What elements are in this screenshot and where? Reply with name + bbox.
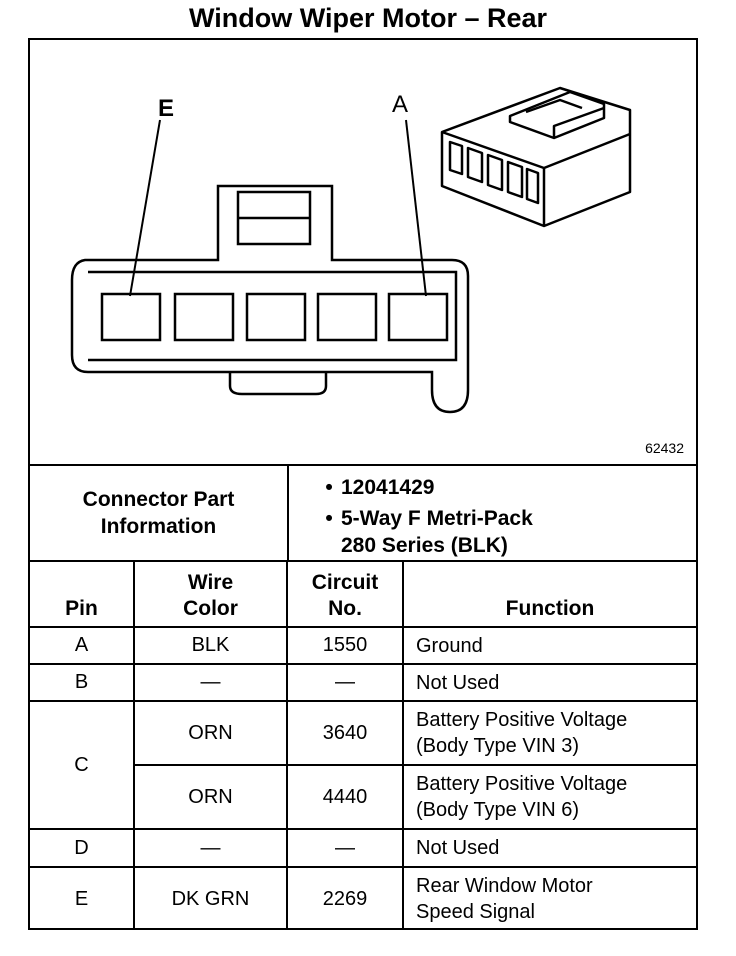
circuit-cell: — — [286, 663, 404, 702]
list-item: • 12041429 — [289, 474, 694, 501]
table-row: C ORN 3640 Battery Positive Voltage (Bod… — [30, 700, 696, 830]
header-pin: Pin — [30, 562, 135, 628]
list-item: • 5-Way F Metri-Pack 280 Series (BLK) — [289, 505, 694, 559]
pin-cell: D — [30, 828, 135, 868]
pin-cell: A — [30, 626, 135, 665]
table-row: ORN 4440 Battery Positive Voltage (Body … — [30, 764, 696, 830]
connector-isometric-view — [440, 86, 632, 228]
wire-color-cell: ORN — [134, 764, 288, 830]
function-cell: Battery Positive Voltage (Body Type VIN … — [402, 764, 696, 830]
connector-diagram: E A — [70, 86, 632, 414]
circuit-cell: — — [286, 828, 404, 868]
header-function: Function — [402, 562, 696, 628]
pin-cell: B — [30, 663, 135, 702]
bullet-icon: • — [325, 476, 333, 499]
function-cell: Ground — [402, 626, 696, 665]
leader-line-e — [129, 119, 161, 297]
connector-series: 5-Way F Metri-Pack 280 Series (BLK) — [341, 507, 533, 557]
cavity-b — [316, 292, 378, 342]
table-header-row: Pin Wire Color Circuit No. Function — [30, 562, 696, 628]
cavity-a — [387, 292, 449, 342]
cavity-e — [100, 292, 162, 342]
wire-color-cell: — — [133, 663, 288, 702]
header-wire-color: Wire Color — [133, 562, 288, 628]
pin-label-a: A — [392, 91, 408, 118]
cavity-d — [173, 292, 235, 342]
part-number: 12041429 — [341, 476, 435, 499]
circuit-cell: 1550 — [286, 626, 404, 665]
function-cell: Rear Window Motor Speed Signal — [402, 866, 696, 930]
connector-info-list: • 12041429 • 5-Way F Metri-Pack 280 Seri… — [289, 470, 694, 559]
pin-cavities — [100, 292, 449, 342]
bullet-icon: • — [325, 507, 333, 530]
header-circuit: Circuit No. — [286, 562, 404, 628]
function-cell: Battery Positive Voltage (Body Type VIN … — [402, 700, 696, 766]
pin-cell: E — [30, 866, 135, 930]
function-cell: Not Used — [402, 663, 696, 702]
connector-part-info: Connector Part Information • 12041429 • … — [30, 464, 696, 562]
pin-cell: C — [30, 700, 135, 830]
connector-info-label: Connector Part Information — [30, 466, 289, 560]
table-row: A BLK 1550 Ground — [30, 626, 696, 665]
table-row: B — — Not Used — [30, 663, 696, 702]
page-title: Window Wiper Motor – Rear — [188, 3, 548, 33]
wire-color-cell: BLK — [133, 626, 288, 665]
table-row: D — — Not Used — [30, 828, 696, 868]
connector-frame: E A 62432 Connector Part Information • — [28, 38, 698, 930]
cavity-c — [245, 292, 307, 342]
function-cell: Not Used — [402, 828, 696, 868]
circuit-cell: 3640 — [286, 700, 404, 766]
wire-color-cell: — — [133, 828, 288, 868]
connector-face — [70, 184, 470, 414]
pinout-table: Pin Wire Color Circuit No. Function A BL… — [30, 562, 696, 930]
leader-line-a — [405, 119, 427, 297]
wire-color-cell: DK GRN — [133, 866, 288, 930]
circuit-cell: 2269 — [286, 866, 404, 930]
pin-label-e: E — [158, 95, 174, 122]
table-row: E DK GRN 2269 Rear Window Motor Speed Si… — [30, 866, 696, 930]
figure-number: 62432 — [645, 440, 684, 456]
wire-color-cell: ORN — [133, 700, 288, 766]
circuit-cell: 4440 — [286, 764, 404, 830]
